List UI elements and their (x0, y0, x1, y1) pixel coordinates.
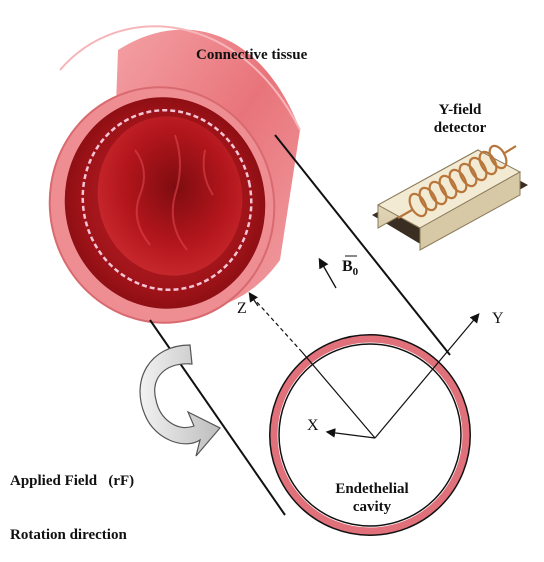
cavity-label-line1: Endethelial (322, 480, 422, 498)
applied-field-line2: Rotation direction (10, 526, 134, 544)
detector-label: Y-field detector (418, 101, 502, 137)
z-axis-arrow (250, 294, 258, 306)
b0-arrow (320, 260, 336, 288)
applied-field-line1: Applied Field (rF) (10, 472, 134, 490)
rotation-arrow-band (140, 345, 220, 456)
b0-letter: B (342, 258, 353, 275)
y-axis-label: Y (492, 310, 504, 328)
y-field-detector-icon (372, 143, 528, 250)
connective-tissue-label: Connective tissue (196, 46, 307, 64)
endothelial-cavity-label: Endethelial cavity (322, 480, 422, 516)
detector-label-line1: Y-field (418, 101, 502, 119)
rotation-arrow-icon (140, 345, 220, 456)
x-axis-label: X (307, 417, 319, 435)
cavity-label-line2: cavity (322, 498, 422, 516)
applied-field-label: Applied Field (rF) Rotation direction (10, 436, 134, 562)
blood-vessel (28, 26, 300, 343)
b0-subscript: 0 (353, 266, 359, 278)
detector-label-line2: detector (418, 119, 502, 137)
z-axis-dashed (255, 300, 302, 352)
z-axis-label: Z (237, 300, 247, 318)
b0-label: B0 (342, 258, 358, 281)
